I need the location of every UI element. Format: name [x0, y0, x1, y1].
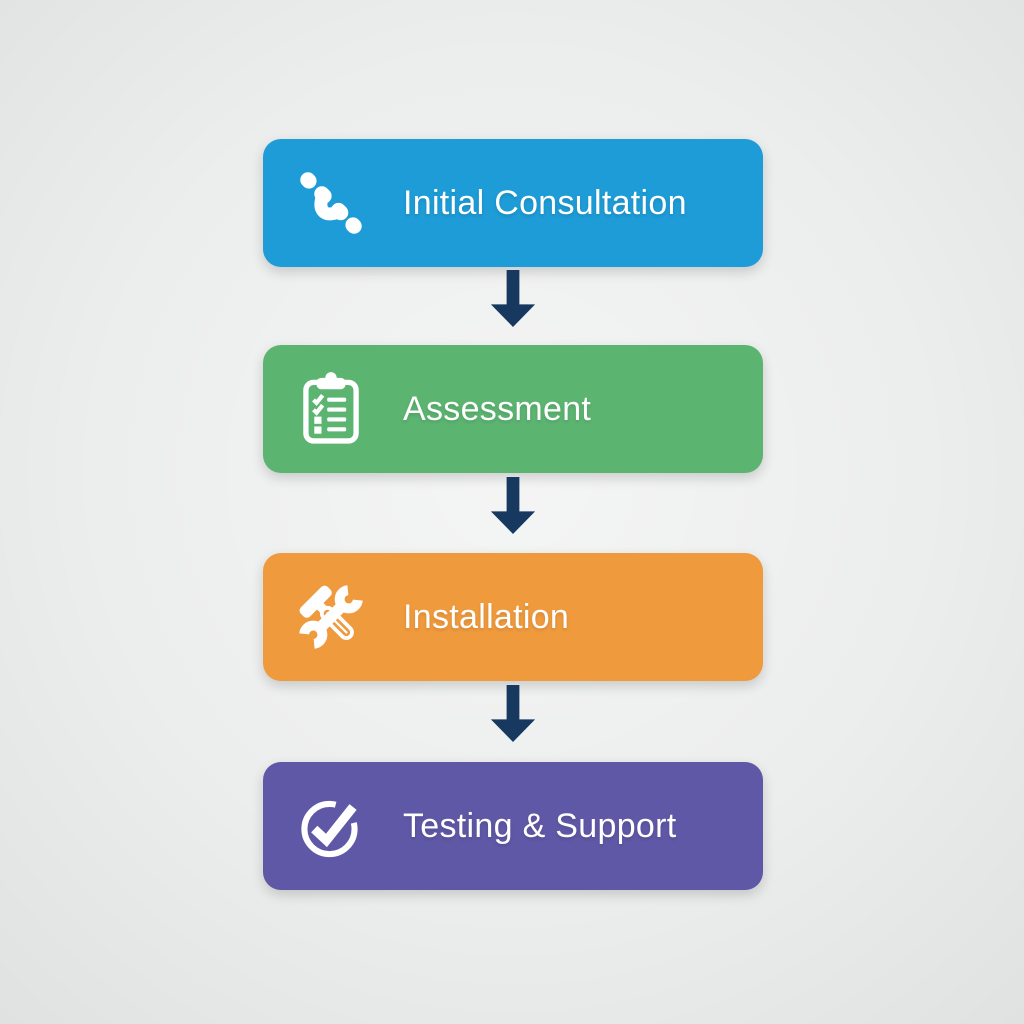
- phone-icon: [293, 165, 369, 241]
- flow-arrow-down-2: [490, 477, 536, 534]
- step-label: Assessment: [403, 389, 592, 428]
- step-assessment: Assessment: [263, 345, 763, 473]
- hammer-wrench-icon: [293, 579, 369, 655]
- step-label: Installation: [403, 597, 570, 636]
- step-label: Testing & Support: [403, 806, 677, 845]
- check-circle-icon: [293, 788, 369, 864]
- flow-arrow-down-1: [490, 270, 536, 327]
- clipboard-checklist-icon: [293, 371, 369, 447]
- step-testing-support: Testing & Support: [263, 762, 763, 890]
- step-label: Initial Consultation: [403, 183, 687, 222]
- step-initial-consultation: Initial Consultation: [263, 139, 763, 267]
- step-installation: Installation: [263, 553, 763, 681]
- flow-arrow-down-3: [490, 685, 536, 742]
